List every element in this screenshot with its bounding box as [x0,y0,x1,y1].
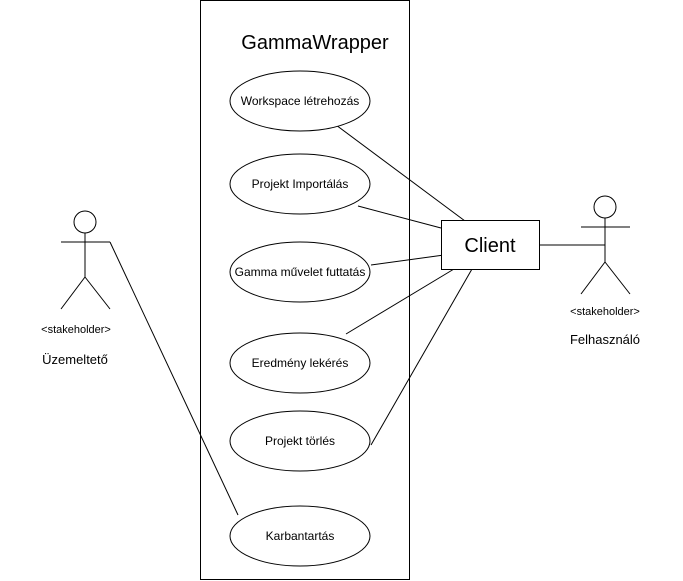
use-case-import[interactable]: Projekt Importálás [229,153,371,215]
assoc-client-run [370,254,445,266]
use-case-ellipse [229,505,371,567]
actor-uzemelteto[interactable] [60,210,111,310]
assoc-uzemelteto-maintenance [109,241,239,516]
system-title: GammaWrapper [241,32,389,54]
use-case-label: Projekt törlés [265,434,335,448]
use-case-delete[interactable]: Projekt törlés [229,410,371,472]
associations [109,124,605,516]
actor-head [73,210,97,234]
actor-leg-left [60,276,86,310]
actor-uzemelteto-name: Üzemeltető [42,352,108,367]
use-case-label: Karbantartás [266,529,335,543]
client-box [441,220,540,270]
use-case-ellipse [229,332,371,394]
actor-uzemelteto-stereotype: <stakeholder> [41,324,111,336]
use-case-ellipse [229,241,371,303]
system-boundary: GammaWrapper [200,0,410,580]
actor-head [593,195,617,219]
actor-felhasznalo-stereotype: <stakeholder> [570,306,640,318]
client-node[interactable]: Client [441,220,540,270]
assoc-client-import [357,205,442,229]
use-case-label: Eredmény lekérés [252,356,349,370]
use-case-maintenance[interactable]: Karbantartás [229,505,371,567]
use-case-result[interactable]: Eredmény lekérés [229,332,371,394]
actor-leg-right [84,276,111,310]
use-case-label: Workspace létrehozás [241,94,360,108]
client-label: Client [464,235,516,257]
use-case-ellipse [229,153,371,215]
system-boundary-box [200,0,410,580]
use-case-workspace[interactable]: Workspace létrehozás [229,70,371,132]
assoc-client-workspace [335,124,466,222]
use-case-ellipse [229,70,371,132]
actor-leg-left [580,261,606,295]
actor-felhasznalo-name: Felhasználó [570,332,640,347]
assoc-client-result [345,268,455,335]
assoc-client-delete [370,268,473,446]
actor-felhasznalo[interactable] [580,195,631,295]
use-case-ellipse [229,410,371,472]
actor-leg-right [604,261,631,295]
use-case-label: Projekt Importálás [252,177,349,191]
use-case-run[interactable]: Gamma művelet futtatás [229,241,371,303]
use-case-label: Gamma művelet futtatás [235,265,366,279]
